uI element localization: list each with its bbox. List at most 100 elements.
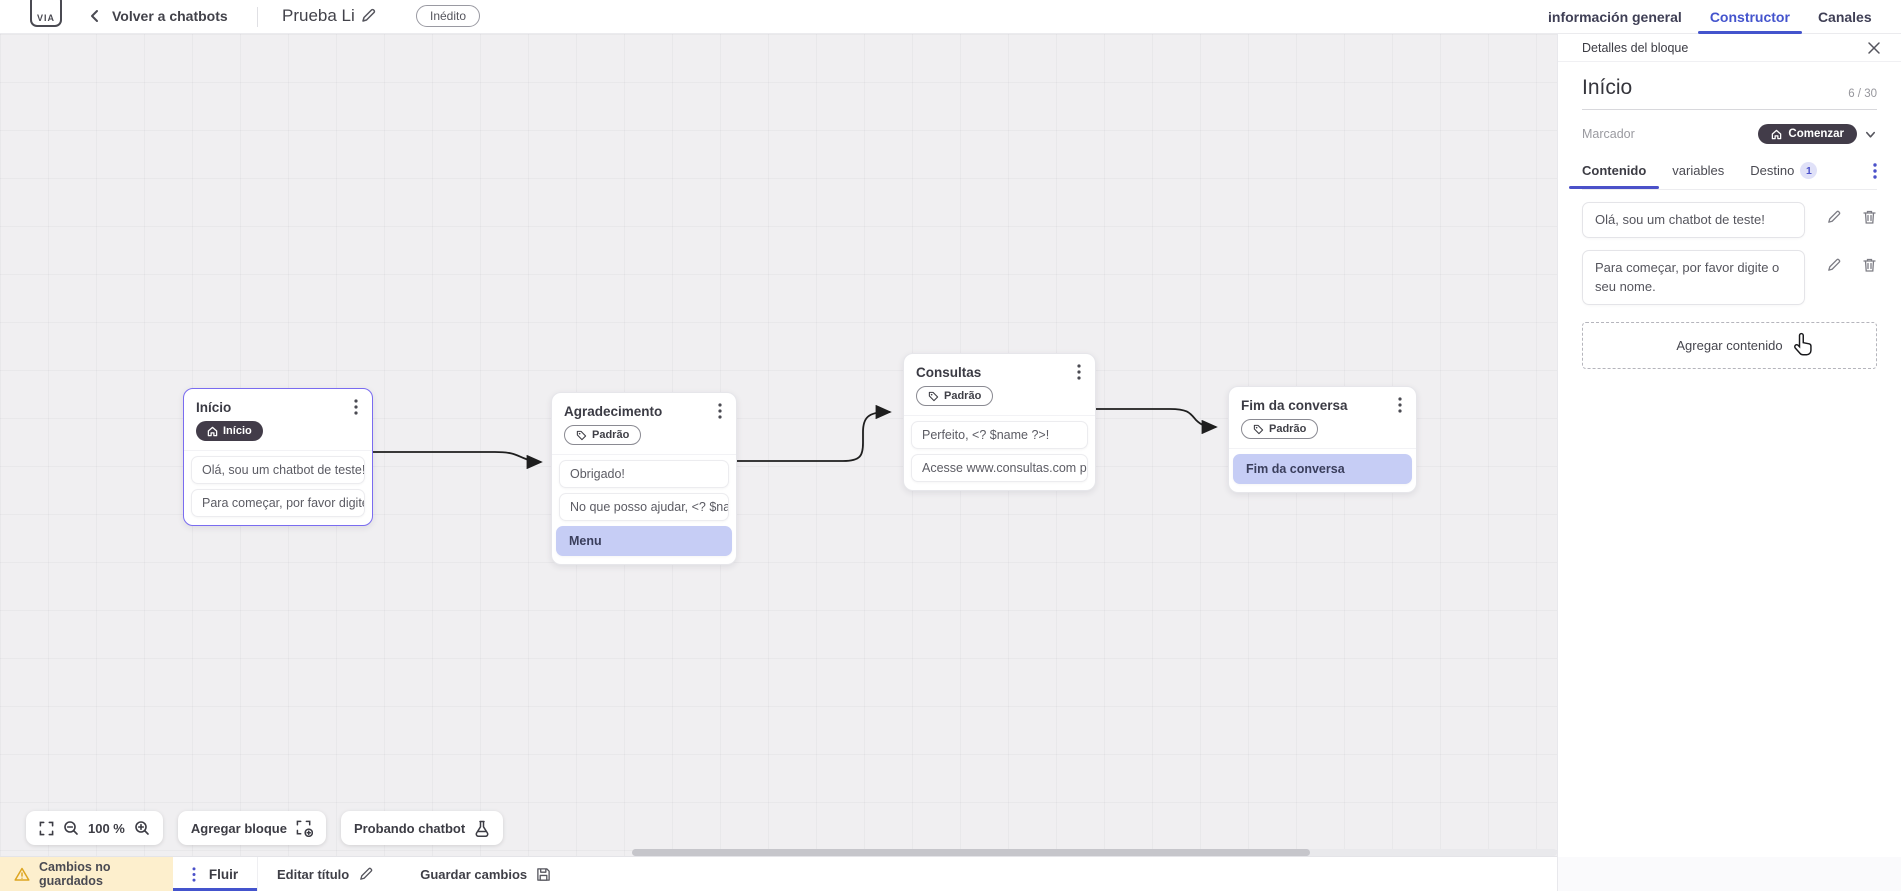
back-chevron-icon[interactable]	[86, 7, 104, 25]
block-content-item[interactable]: No que posso ajudar, <? $name ...	[559, 492, 729, 521]
topbar-divider	[257, 7, 258, 27]
block-tag-label: Padrão	[592, 429, 630, 441]
delete-trash-icon[interactable]	[1862, 257, 1877, 273]
block-details-panel: Detalles del bloque Início 6 / 30 Marcad…	[1557, 34, 1901, 891]
tab-informacion-general[interactable]: información general	[1548, 9, 1682, 25]
zoom-level: 100 %	[88, 820, 125, 836]
block-menu-icon[interactable]	[1396, 397, 1404, 413]
chevron-down-icon[interactable]	[1864, 128, 1877, 141]
tag-icon	[576, 430, 587, 441]
block-tag-label: Padrão	[1269, 423, 1307, 435]
flow-tab-menu-icon[interactable]	[192, 866, 196, 882]
content-message[interactable]: Para começar, por favor digite o seu nom…	[1582, 249, 1805, 305]
panel-title: Detalles del bloque	[1582, 40, 1689, 55]
block-name-value[interactable]: Início	[1582, 76, 1633, 99]
flow-tab-label[interactable]: Fluir	[208, 866, 239, 882]
horizontal-scrollbar-thumb[interactable]	[632, 849, 1310, 856]
add-block-label: Agregar bloque	[190, 820, 287, 836]
edit-title-pencil-icon[interactable]	[360, 7, 377, 24]
block-menu-item[interactable]: Menu	[556, 525, 732, 556]
status-badge: Inédito	[416, 5, 481, 27]
chatbot-title: Prueba Li	[282, 6, 355, 25]
close-icon[interactable]	[1867, 41, 1881, 55]
save-changes-label: Guardar cambios	[420, 866, 528, 882]
block-content-item[interactable]: Para começar, por favor digite o ...	[191, 488, 365, 517]
block-name-field[interactable]: Início 6 / 30	[1582, 76, 1877, 110]
tab-canales[interactable]: Canales	[1817, 9, 1872, 25]
panel-tabs-menu-icon[interactable]	[1873, 162, 1877, 179]
connection-inicio-agradecimento	[373, 451, 543, 470]
connection-consultas-fim	[1096, 408, 1218, 435]
flow-canvas[interactable]: Início Início Olá, sou um chatbot de tes…	[0, 34, 1557, 856]
flow-connections	[373, 404, 1218, 470]
flask-icon	[474, 820, 490, 837]
block-menu-icon[interactable]	[1075, 364, 1083, 380]
home-icon	[1771, 129, 1782, 140]
block-content-item[interactable]: Acesse www.consultas.com par...	[911, 453, 1088, 482]
block-menu-icon[interactable]	[716, 403, 724, 419]
test-chatbot-button[interactable]: Probando chatbot	[340, 811, 504, 845]
flow-block-inicio[interactable]: Início Início Olá, sou um chatbot de tes…	[183, 388, 373, 526]
flow-tab[interactable]: Fluir	[173, 857, 258, 891]
zoom-out-icon[interactable]	[63, 820, 79, 836]
horizontal-scrollbar-track[interactable]	[632, 849, 1557, 856]
block-end-item[interactable]: Fim da conversa	[1233, 453, 1412, 484]
add-block-button[interactable]: Agregar bloque	[177, 811, 326, 845]
block-title: Início	[196, 399, 232, 415]
edit-title-button[interactable]: Editar título	[277, 857, 374, 891]
marker-label: Marcador	[1582, 127, 1635, 141]
block-name-counter: 6 / 30	[1848, 88, 1877, 100]
topbar-tabs: información general Constructor Canales	[1548, 0, 1872, 34]
back-to-chatbots-link[interactable]: Volver a chatbots	[112, 8, 228, 24]
bottom-bar: Cambios no guardados Fluir Editar título…	[0, 856, 1557, 891]
zoom-in-icon[interactable]	[134, 820, 150, 836]
tag-icon	[1253, 424, 1264, 435]
marker-value-pill[interactable]: Comenzar	[1758, 124, 1857, 144]
top-bar: VIA Volver a chatbots Prueba Li Inédito …	[0, 0, 1901, 34]
tab-destino-label: Destino	[1750, 163, 1795, 178]
tag-icon	[928, 391, 939, 402]
add-content-button[interactable]: Agregar contenido	[1582, 321, 1877, 369]
save-changes-button[interactable]: Guardar cambios	[420, 857, 551, 891]
app-logo-text: VIA	[36, 13, 55, 23]
unsaved-changes-label: Cambios no guardados	[39, 860, 111, 888]
pencil-icon	[358, 866, 374, 882]
content-row: Olá, sou um chatbot de teste!	[1582, 202, 1877, 238]
block-menu-icon[interactable]	[352, 399, 360, 415]
warning-icon	[14, 867, 30, 882]
edit-pencil-icon[interactable]	[1826, 209, 1842, 225]
test-chatbot-label: Probando chatbot	[353, 820, 466, 836]
canvas-toolbar: 100 % Agregar bloque Probando chatbot	[26, 811, 504, 845]
app-logo: VIA	[30, 0, 62, 27]
destino-count-badge: 1	[1800, 162, 1818, 179]
block-default-tag: Padrão	[564, 425, 642, 445]
add-block-icon	[296, 820, 313, 837]
flow-block-agradecimento[interactable]: Agradecimento Padrão Obrigado! No que po…	[551, 392, 737, 565]
block-title: Agradecimento	[564, 403, 663, 419]
tab-constructor[interactable]: Constructor	[1697, 0, 1803, 34]
block-tag-label: Início	[223, 425, 252, 437]
marker-value: Comenzar	[1788, 128, 1844, 140]
content-row: Para começar, por favor digite o seu nom…	[1582, 249, 1877, 305]
block-default-tag: Padrão	[1241, 419, 1319, 439]
home-icon	[207, 426, 218, 437]
edit-pencil-icon[interactable]	[1826, 257, 1842, 273]
unsaved-changes-status: Cambios no guardados	[0, 857, 173, 891]
content-message[interactable]: Olá, sou um chatbot de teste!	[1582, 202, 1805, 238]
fullscreen-icon[interactable]	[39, 821, 54, 836]
tab-destino[interactable]: Destino 1	[1750, 162, 1818, 179]
flow-block-fim-da-conversa[interactable]: Fim da conversa Padrão Fim da conversa	[1228, 386, 1417, 493]
save-icon	[536, 867, 551, 882]
block-tag-label: Padrão	[944, 390, 982, 402]
tab-variables[interactable]: variables	[1672, 163, 1725, 178]
block-content-item[interactable]: Obrigado!	[559, 459, 729, 488]
tab-contenido[interactable]: Contenido	[1568, 163, 1660, 189]
block-content-item[interactable]: Perfeito, <? $name ?>!	[911, 420, 1088, 449]
block-title: Fim da conversa	[1241, 397, 1348, 413]
flow-block-consultas[interactable]: Consultas Padrão Perfeito, <? $name ?>! …	[903, 353, 1096, 491]
zoom-controls: 100 %	[26, 811, 163, 845]
block-title: Consultas	[916, 364, 982, 380]
block-content-item[interactable]: Olá, sou um chatbot de teste!	[191, 455, 365, 484]
delete-trash-icon[interactable]	[1862, 209, 1877, 225]
panel-footer	[1558, 857, 1901, 891]
